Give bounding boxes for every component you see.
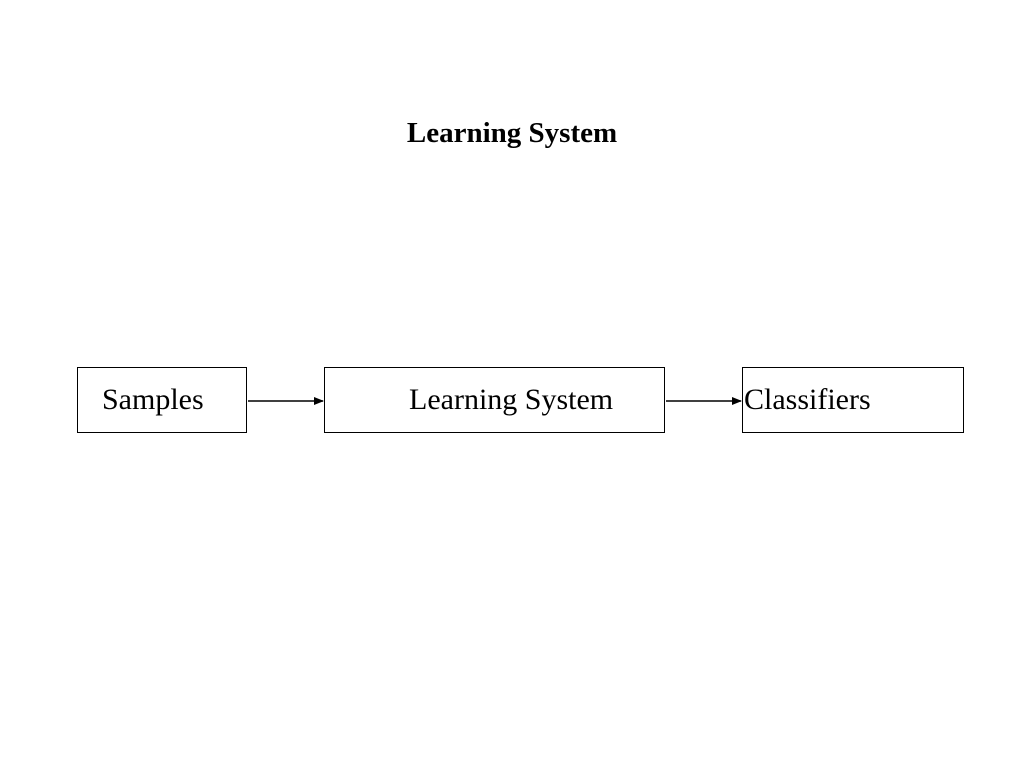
node-classifiers-label: Classifiers	[744, 383, 871, 416]
slide-title: Learning System	[406, 117, 618, 149]
node-learning-system: Learning System	[324, 367, 665, 433]
node-samples: Samples	[77, 367, 247, 433]
node-samples-label: Samples	[102, 383, 204, 416]
node-learning-system-label: Learning System	[409, 383, 614, 416]
node-classifiers: Classifiers	[742, 367, 964, 433]
